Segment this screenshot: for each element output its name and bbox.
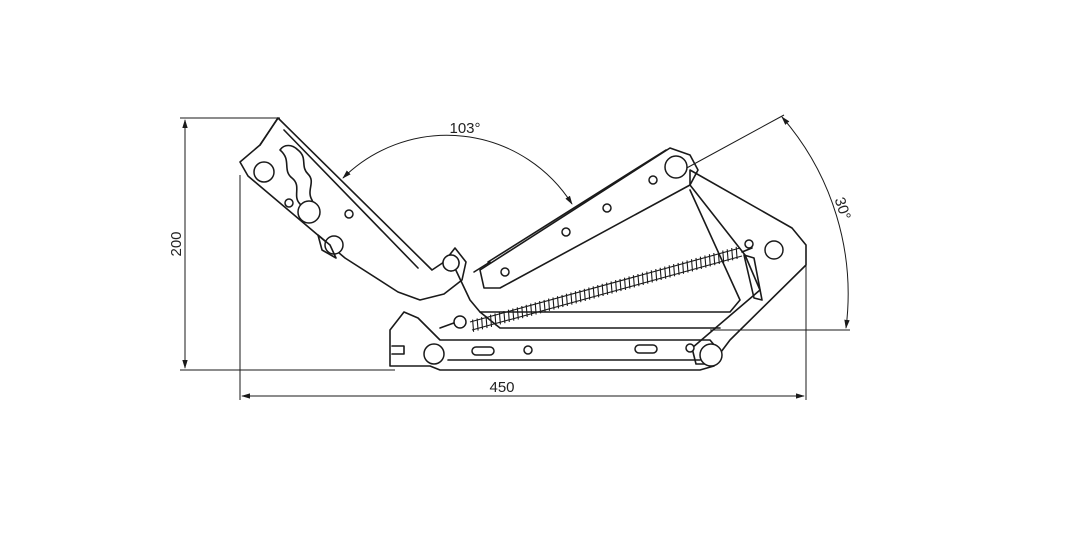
seat-rail — [473, 147, 699, 289]
center-pivot — [442, 254, 460, 272]
width-dimension-label: 450 — [489, 379, 514, 396]
height-dimension-label: 200 — [168, 231, 185, 256]
tilt-angle-dimension: 30° — [682, 114, 854, 331]
back-bracket — [239, 117, 467, 301]
tension-spring — [439, 246, 753, 332]
right-link-plate — [689, 169, 807, 365]
lower-link — [451, 189, 741, 329]
tilt-angle-label: 30° — [831, 195, 854, 222]
width-dimension: 450 — [239, 175, 807, 400]
base-rail — [389, 311, 723, 371]
seat-angle-label: 103° — [449, 120, 480, 137]
seat-angle-dimension: 103° — [342, 120, 573, 205]
height-dimension: 200 — [168, 117, 395, 371]
